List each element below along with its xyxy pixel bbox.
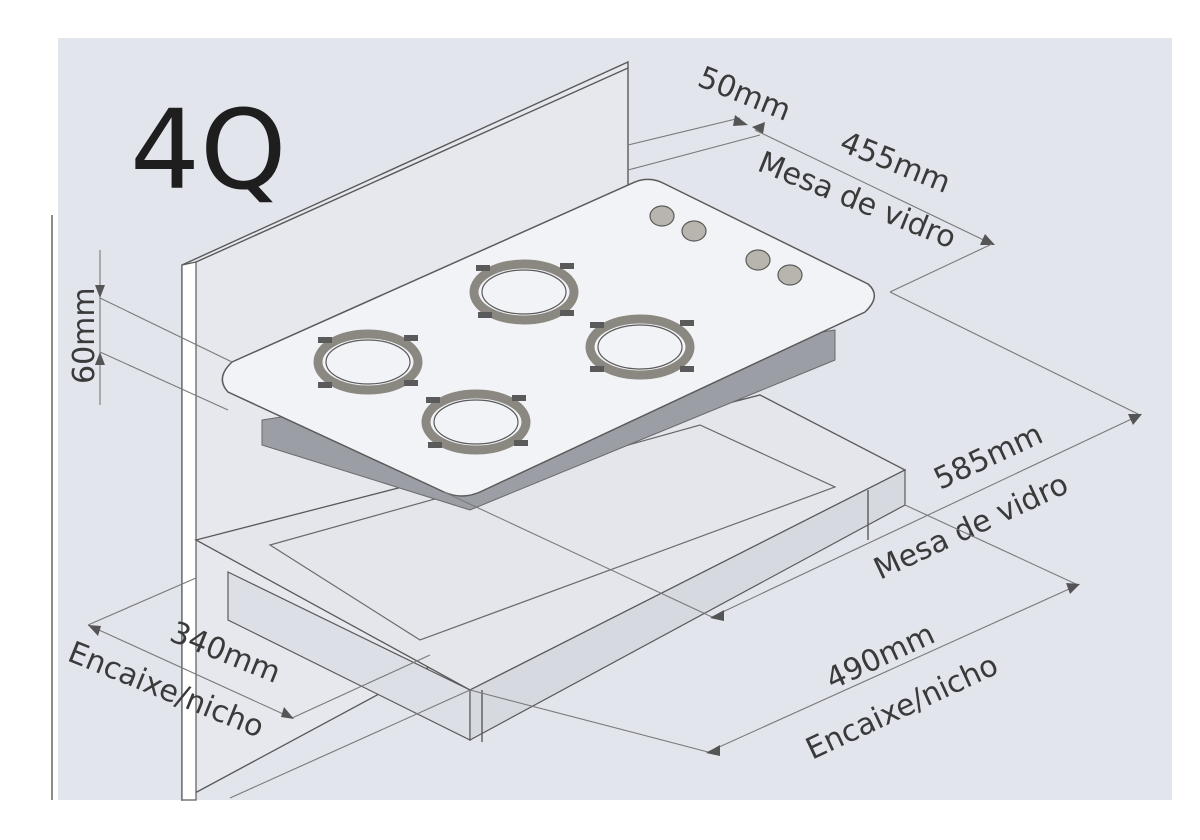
glass-top — [221, 178, 875, 497]
burner-front — [421, 389, 531, 455]
knob-icon — [745, 249, 771, 271]
model-title: 4Q — [130, 86, 287, 214]
dimension-height: 60mm — [67, 250, 233, 411]
burner-right — [585, 314, 695, 380]
knob-icon — [777, 264, 803, 286]
knob-icon — [649, 205, 675, 227]
knob-icon — [681, 220, 707, 242]
burner-left — [313, 329, 423, 395]
burner-back — [469, 259, 579, 325]
height-label: 60mm — [67, 287, 102, 384]
control-knobs — [649, 205, 803, 286]
